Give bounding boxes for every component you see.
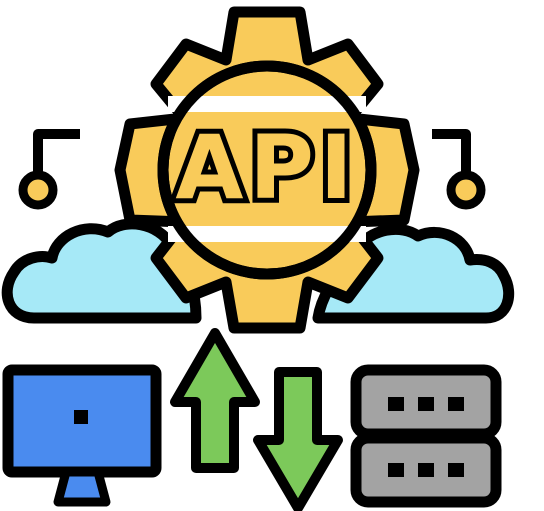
connector-left-icon bbox=[18, 129, 80, 210]
api-label: API bbox=[175, 116, 358, 219]
connector-right-icon bbox=[432, 129, 486, 210]
server-icon bbox=[350, 364, 502, 508]
arrow-up-icon bbox=[170, 328, 260, 473]
arrow-down-icon bbox=[253, 367, 343, 511]
monitor-icon bbox=[2, 364, 162, 507]
gear-icon bbox=[114, 6, 420, 334]
